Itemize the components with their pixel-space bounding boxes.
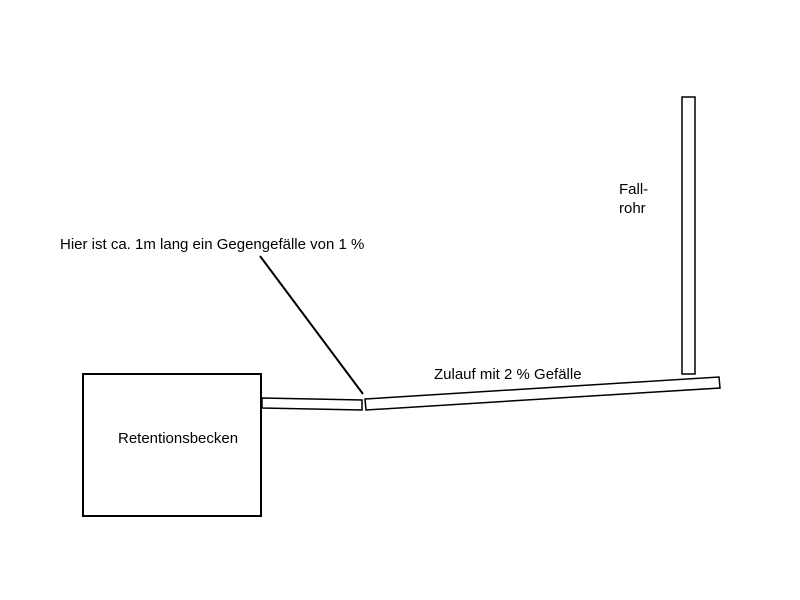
downpipe [681, 96, 696, 375]
retention-basin-label: Retentionsbecken [118, 430, 239, 447]
downpipe-label: Fall- rohr [619, 181, 649, 217]
counter-slope-pipe [261, 397, 363, 411]
annotation-leader-line [259, 255, 364, 395]
counter-slope-annotation: Hier ist ca. 1m lang ein Gegengefälle vo… [60, 236, 365, 253]
retention-basin-box [82, 373, 262, 517]
inflow-pipe [364, 376, 721, 411]
inflow-pipe-label: Zulauf mit 2 % Gefälle [434, 366, 582, 383]
